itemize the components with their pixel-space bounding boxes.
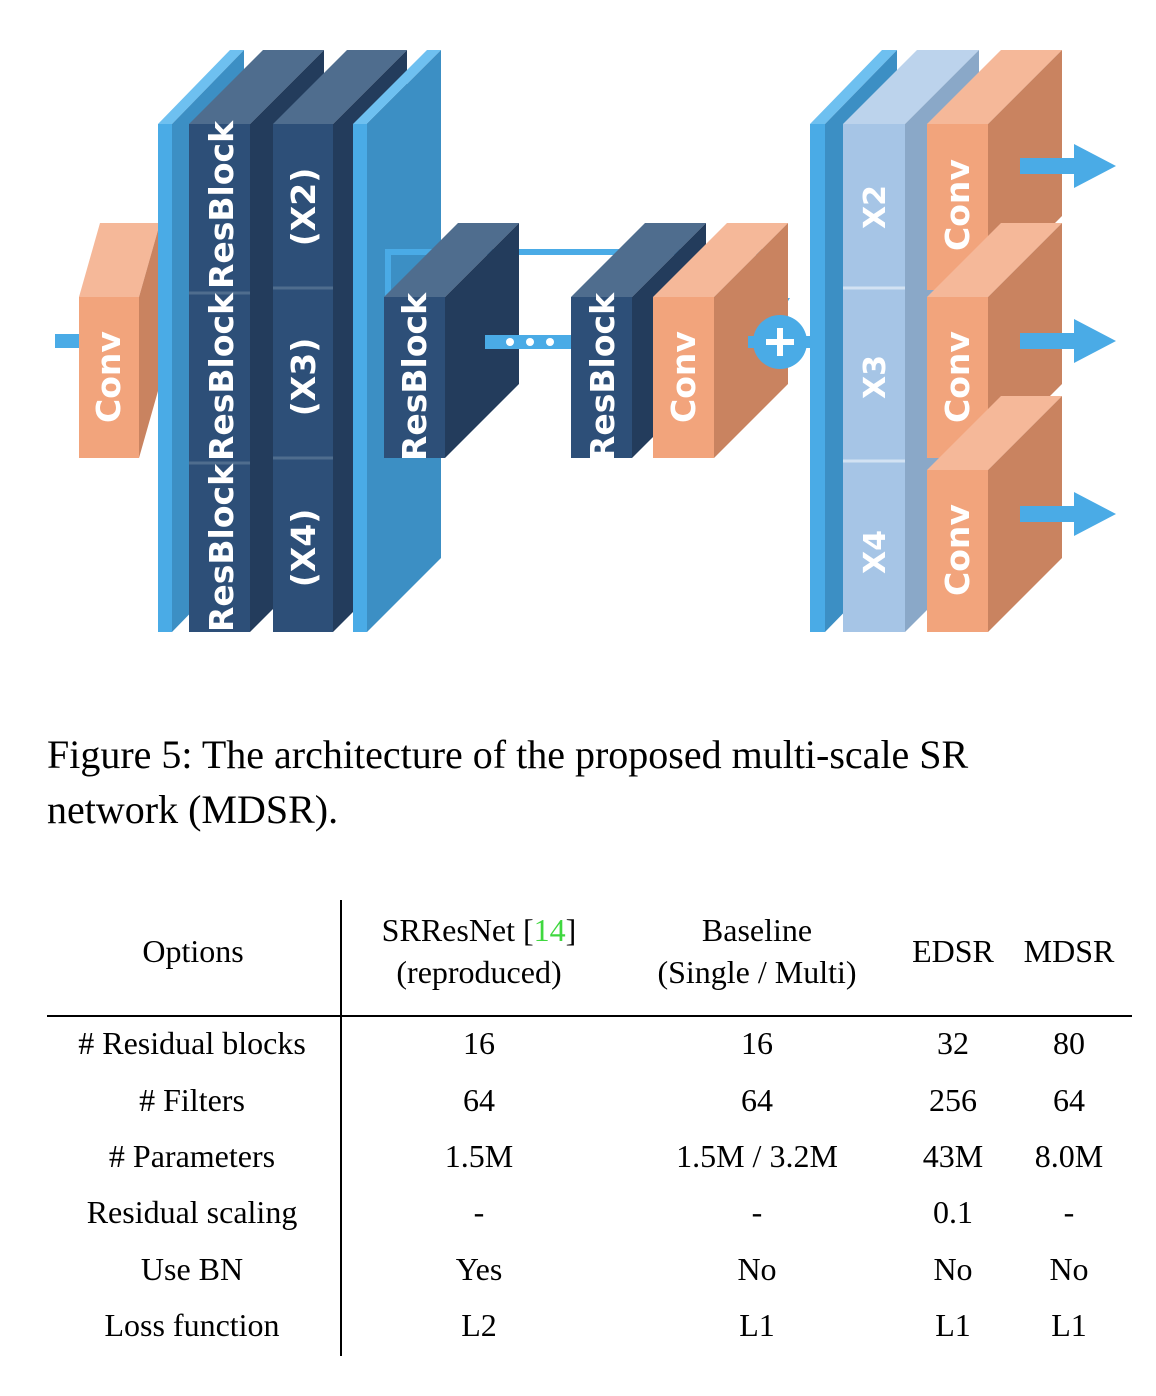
resblock-x4-label: ResBlock: [202, 463, 241, 632]
cell-baseline: L1: [739, 1307, 775, 1343]
cell-baseline: 16: [741, 1025, 773, 1061]
cell-baseline: -: [751, 1194, 763, 1230]
cell-srresnet: Yes: [455, 1251, 503, 1287]
row-label: Loss function: [104, 1307, 280, 1343]
cell-edsr: No: [933, 1251, 973, 1287]
header-srresnet-sub: (reproduced): [396, 954, 562, 990]
header-options: Options: [142, 933, 244, 969]
figure-caption: Figure 5: The architecture of the propos…: [47, 727, 1127, 837]
output-arrow-x3: [1020, 319, 1116, 363]
output-arrow-x2: [1020, 144, 1116, 188]
header-baseline: Baseline: [701, 912, 813, 948]
header-srresnet-text: SRResNet [: [381, 912, 534, 948]
cell-baseline: No: [737, 1251, 777, 1287]
scale-x3-label: (X3): [284, 338, 323, 417]
conv-input-label: Conv: [89, 331, 128, 423]
row-label: # Residual blocks: [78, 1025, 306, 1061]
conv-mid-label: Conv: [664, 331, 703, 423]
upsample-x2-label: X2: [858, 185, 893, 229]
cell-baseline: 64: [741, 1082, 773, 1118]
cell-edsr: 0.1: [933, 1194, 973, 1230]
conv-out-3-label: Conv: [938, 504, 977, 596]
options-table: Options SRResNet [14] (reproduced) Basel…: [47, 900, 1132, 1356]
resblock-mid-2-label: ResBlock: [583, 292, 622, 461]
cell-mdsr: 8.0M: [1034, 1138, 1104, 1174]
elementwise-sum-node: [748, 315, 810, 369]
conv-block-input: Conv: [79, 223, 160, 458]
row-label: # Parameters: [108, 1138, 276, 1174]
upsample-x3-label: X3: [858, 355, 893, 399]
cell-mdsr: -: [1063, 1194, 1075, 1230]
resblock-mid-1-label: ResBlock: [395, 292, 434, 461]
cell-mdsr: 80: [1053, 1025, 1085, 1061]
table-vertical-rule: [340, 900, 342, 1356]
scale-x4-label: (X4): [284, 509, 323, 588]
table-header-rule: [47, 1015, 1132, 1017]
row-label: # Filters: [139, 1082, 245, 1118]
conv-out-2-label: Conv: [938, 331, 977, 423]
row-label: Residual scaling: [86, 1194, 298, 1230]
resblock-mid-1: ResBlock: [384, 223, 519, 461]
cell-edsr: 32: [937, 1025, 969, 1061]
citation-link[interactable]: 14: [533, 912, 566, 948]
header-baseline-sub: (Single / Multi): [657, 954, 857, 990]
caption-line-2: network (MDSR).: [47, 787, 339, 832]
conv-block-mid: Conv: [653, 223, 788, 458]
scale-x2-label: (X2): [284, 168, 323, 247]
header-srresnet: SRResNet [14]: [382, 912, 577, 949]
cell-srresnet: 1.5M: [444, 1138, 514, 1174]
cell-mdsr: No: [1049, 1251, 1089, 1287]
conv-out-1-label: Conv: [938, 159, 977, 251]
cell-edsr: 43M: [922, 1138, 984, 1174]
cell-srresnet: 64: [463, 1082, 495, 1118]
header-edsr: EDSR: [912, 933, 994, 969]
cell-edsr: 256: [929, 1082, 977, 1118]
row-label: Use BN: [140, 1251, 244, 1287]
cell-mdsr: 64: [1053, 1082, 1085, 1118]
header-srresnet-close: ]: [565, 912, 577, 948]
cell-baseline: 1.5M / 3.2M: [676, 1138, 838, 1174]
upsample-x4-label: X4: [858, 530, 893, 574]
cell-srresnet: 16: [463, 1025, 495, 1061]
output-arrow-x4: [1020, 492, 1116, 536]
resblock-x3-label: ResBlock: [202, 292, 241, 461]
input-arrow: [55, 334, 83, 348]
cell-mdsr: L1: [1051, 1307, 1087, 1343]
header-mdsr: MDSR: [1023, 933, 1115, 969]
resblock-x2-label: ResBlock: [202, 120, 241, 289]
cell-srresnet: -: [473, 1194, 485, 1230]
mdsr-architecture-diagram: Conv ResBlock ResBlock ResBlock (X2) (X3…: [55, 50, 1116, 632]
caption-line-1: Figure 5: The architecture of the propos…: [47, 732, 969, 777]
cell-edsr: L1: [935, 1307, 971, 1343]
cell-srresnet: L2: [461, 1307, 497, 1343]
